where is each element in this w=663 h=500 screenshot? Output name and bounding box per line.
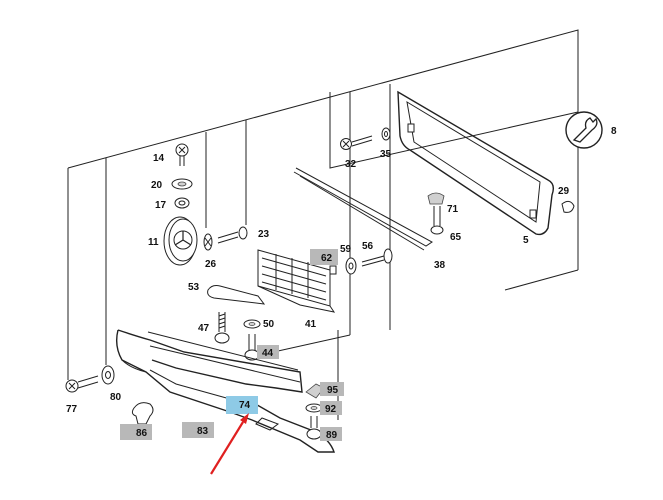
part-label-47: 47	[198, 323, 210, 334]
part-label-80: 80	[110, 392, 122, 403]
highlight-74	[226, 396, 258, 414]
highlight-62	[310, 249, 338, 265]
clip-86	[131, 402, 154, 425]
part-label-8: 8	[611, 126, 617, 137]
part-label-59: 59	[340, 244, 352, 255]
part-label-32: 32	[345, 159, 357, 170]
part-label-71: 71	[447, 204, 459, 215]
part-label-65: 65	[450, 232, 462, 243]
part-label-23: 23	[258, 229, 270, 240]
part-label-17: 17	[155, 200, 167, 211]
part-label-41: 41	[305, 319, 317, 330]
washer-92	[305, 403, 323, 413]
part-label-44: 44	[262, 348, 274, 359]
part-label-53: 53	[188, 282, 200, 293]
part-label-29: 29	[558, 186, 570, 197]
screw-14	[175, 143, 189, 166]
screw-77	[65, 375, 99, 393]
trim-strip-38	[293, 167, 433, 251]
part-label-38: 38	[434, 260, 446, 271]
frame-outline	[67, 29, 579, 420]
screw-32	[340, 135, 373, 150]
part-label-20: 20	[151, 180, 163, 191]
clip-29	[561, 200, 575, 213]
part-label-56: 56	[362, 241, 374, 252]
grille-bracket-41	[257, 249, 336, 313]
part-label-11: 11	[148, 237, 159, 248]
seal-strip-53	[207, 285, 266, 305]
screw-89	[306, 416, 322, 440]
part-label-62: 62	[321, 253, 333, 264]
part-label-5: 5	[523, 235, 529, 246]
washer-59	[345, 257, 357, 275]
part-label-89: 89	[326, 430, 338, 441]
screw-23	[217, 226, 248, 244]
part-label-77: 77	[66, 404, 78, 415]
highlight-95	[320, 382, 344, 396]
part-label-26: 26	[205, 259, 217, 270]
part-label-86: 86	[136, 428, 148, 439]
red-pointer-arrow	[210, 413, 249, 475]
part-label-95: 95	[327, 385, 339, 396]
washer-35	[381, 127, 391, 141]
washer-20	[171, 178, 193, 190]
washer-80	[101, 365, 115, 385]
part-label-35: 35	[380, 149, 392, 160]
clip-nut-71	[427, 192, 445, 205]
screw-44	[244, 334, 260, 361]
grille-frame	[397, 90, 555, 236]
grommet-17	[174, 197, 190, 209]
part-label-50: 50	[263, 319, 275, 330]
clip-62	[329, 265, 337, 275]
part-label-83: 83	[197, 426, 209, 437]
highlight-89	[320, 427, 342, 441]
star-emblem-11	[163, 216, 198, 266]
highlight-86	[120, 424, 152, 440]
washer-26	[203, 233, 213, 251]
part-label-74: 74	[239, 400, 251, 411]
screw-56	[361, 248, 393, 267]
highlight-92	[320, 401, 342, 415]
screw-47	[214, 312, 230, 344]
part-label-92: 92	[325, 404, 337, 415]
washer-50	[243, 319, 261, 329]
highlight-44	[257, 345, 279, 359]
part-label-14: 14	[153, 153, 165, 164]
wrench-icon	[565, 111, 603, 149]
highlight-83	[182, 422, 214, 438]
screw-65	[430, 206, 444, 235]
